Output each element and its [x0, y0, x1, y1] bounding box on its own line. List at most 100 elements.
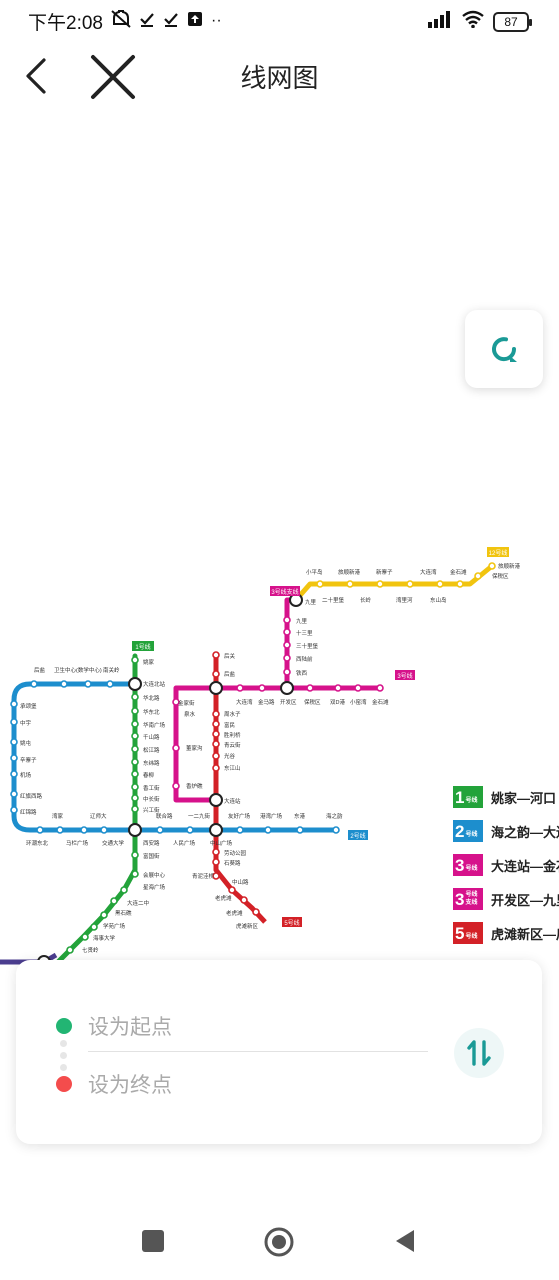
station-label: 承颂堡 [20, 702, 37, 710]
station-dot [131, 851, 139, 859]
station-label: 保税区 [304, 698, 321, 706]
interchange-kaifaqu [280, 681, 294, 695]
station-label: 环潮东北 [26, 839, 49, 847]
badge-line-2 [348, 830, 368, 840]
interchange-houyan [209, 681, 223, 695]
station-label: 保税区 [492, 572, 509, 580]
station-label: 辛寨子 [20, 756, 37, 764]
line-5-stations [212, 651, 260, 916]
legend-line-number: 3 [455, 890, 465, 909]
station-label: 青云街 [224, 741, 241, 749]
back-nav-button[interactable] [390, 1226, 420, 1256]
station-label: 胜利桥 [224, 731, 241, 739]
station-label: 港湾广场 [260, 812, 283, 820]
back-button[interactable] [18, 54, 62, 98]
station-label: 九里 [305, 598, 317, 606]
station-label: 友好广场 [228, 812, 251, 820]
station-label: 春柳 [143, 771, 155, 779]
station-label: 铁西 [296, 669, 308, 677]
station-dot [240, 896, 248, 904]
station-label: 九里 [296, 617, 308, 625]
badge-line-12 [487, 547, 509, 557]
station-label: 卫生中心(数学中心) [54, 666, 102, 674]
station-dot [131, 745, 139, 753]
station-dot [212, 872, 220, 880]
end-point-input[interactable]: 设为终点 [88, 1074, 172, 1097]
badge-line-3-text: 3号线 [397, 672, 412, 680]
station-label: 会展中心 [143, 871, 166, 879]
station-dot [10, 738, 18, 746]
station-dot [354, 684, 362, 692]
station-label: 千山路 [143, 733, 160, 741]
legend-line-terminals: 海之韵—大连北 [491, 824, 559, 840]
station-label: 中山广场 [210, 839, 233, 847]
station-dot [84, 680, 92, 688]
station-dot [236, 826, 244, 834]
station-dot [212, 651, 220, 659]
legend-line-tag: 号线 [465, 798, 478, 804]
station-label: 富国街 [143, 852, 160, 860]
station-dot [131, 770, 139, 778]
station-label: 黑石礁 [115, 909, 132, 917]
station-dot [100, 911, 108, 919]
station-label: 青泥洼桥 [192, 872, 215, 880]
station-label: 董家沟 [186, 744, 203, 752]
legend-line-number: 1 [455, 788, 465, 807]
station-dot [228, 886, 236, 894]
station-label: 老虎滩 [226, 909, 243, 917]
swap-route-button[interactable] [454, 1028, 504, 1078]
station-dot [212, 752, 220, 760]
mute-icon [111, 9, 131, 33]
home-button[interactable] [263, 1226, 294, 1257]
station-label: 西安路 [143, 839, 160, 847]
station-dot [283, 668, 291, 676]
station-dot [186, 826, 194, 834]
station-label: 辽师大 [90, 812, 107, 820]
station-dot [156, 826, 164, 834]
station-label: 华北路 [143, 694, 160, 702]
station-label: 联合路 [156, 812, 173, 820]
station-dot [212, 670, 220, 678]
station-dot [236, 684, 244, 692]
recents-button[interactable] [138, 1226, 168, 1256]
metro-map-canvas[interactable]: 1号线 2号线 3号线 3号线支线 12号线 5号线 姚家 大连北站 华北路 华… [0, 110, 559, 1200]
line-3-stations [172, 616, 384, 790]
station-label: 东山岛 [430, 596, 447, 604]
station-dot [90, 923, 98, 931]
station-label: 十三里 [296, 629, 313, 637]
interchange-xi-anlu [128, 823, 142, 837]
badge-line-2-text: 2号线 [350, 832, 365, 840]
station-label: 七贤岭 [82, 946, 99, 954]
station-dot [212, 730, 220, 738]
route-dot-connector [60, 1064, 67, 1071]
station-dot [131, 720, 139, 728]
station-labels: 姚家 大连北站 华北路 华东北 华南广场 千山路 松江路 东纬路 春柳 香工街 … [20, 562, 521, 954]
close-button[interactable] [86, 50, 140, 104]
legend-line-tag: 号线 [465, 934, 478, 940]
square-icon [142, 1230, 164, 1252]
station-dot [172, 782, 180, 790]
station-dot [131, 656, 139, 664]
station-dot [474, 572, 482, 580]
station-dot [30, 680, 38, 688]
legend-line-number: 3 [455, 856, 465, 875]
station-dot [376, 684, 384, 692]
station-label: 长岭 [360, 596, 372, 604]
station-label: 东纬路 [143, 759, 160, 767]
station-label: 西陆前 [296, 655, 313, 663]
station-label: 中长街 [143, 795, 160, 803]
station-label: 金家街 [178, 699, 195, 707]
station-dot [80, 826, 88, 834]
route-panel: 设为起点 设为终点 [16, 960, 542, 1144]
station-label: 后盐 [224, 670, 236, 678]
station-dot [376, 580, 384, 588]
station-dot [264, 826, 272, 834]
station-label: 大连湾 [236, 698, 253, 706]
start-point-input[interactable]: 设为起点 [88, 1016, 172, 1039]
station-label: 大连湾 [420, 568, 437, 576]
refresh-button[interactable] [465, 310, 543, 388]
